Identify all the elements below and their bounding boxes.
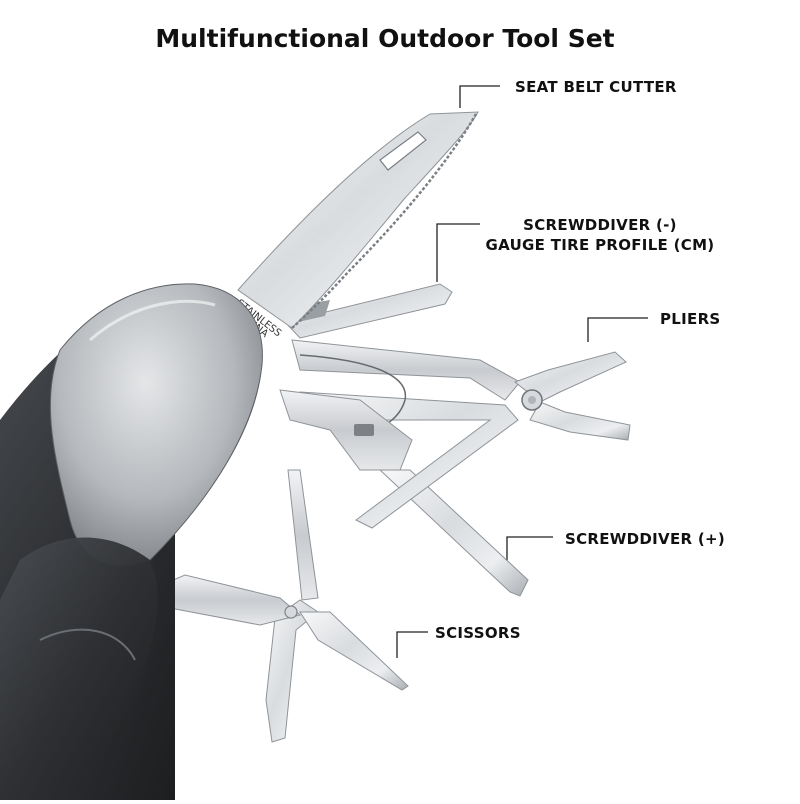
page-title: Multifunctional Outdoor Tool Set [155, 24, 615, 53]
label-seat-belt-cutter: SEAT BELT CUTTER [515, 78, 677, 96]
label-gauge-tire-profile: GAUGE TIRE PROFILE (CM) [485, 236, 715, 254]
tool-handle [0, 283, 263, 800]
label-screwdriver-plus: SCREWDDIVER (+) [565, 530, 726, 548]
leader-pliers [587, 317, 648, 342]
leader-screwdriver-minus [436, 223, 480, 282]
leader-scissors [396, 631, 428, 658]
label-pliers: PLIERS [660, 310, 721, 328]
label-scissors: SCISSORS [435, 624, 521, 642]
pliers-tool [291, 339, 631, 529]
label-screwdriver-minus-group: SCREWDDIVER (-) GAUGE TIRE PROFILE (CM) [470, 215, 730, 255]
screwdriver-plus-tool [378, 469, 529, 597]
bottle-opener-tool [279, 389, 413, 471]
leader-seat-belt-cutter [459, 85, 500, 108]
label-screwdriver-minus: SCREWDDIVER (-) [523, 216, 677, 234]
scissors-tool [149, 469, 409, 743]
